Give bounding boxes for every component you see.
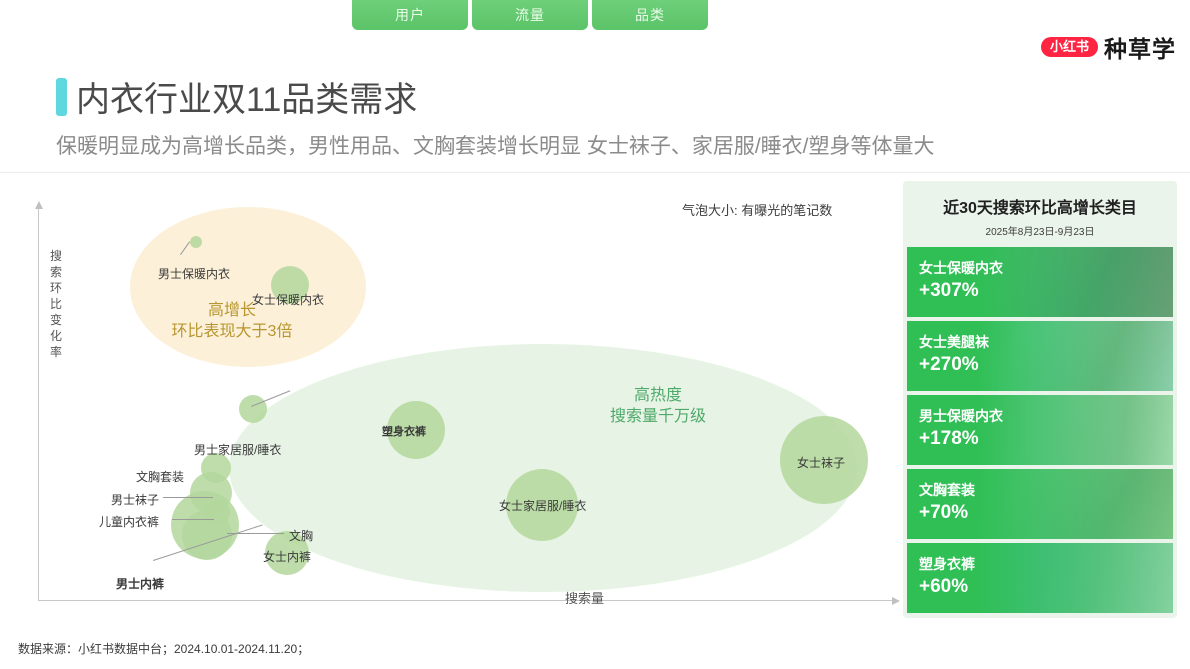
growth-panel-title: 近30天搜索环比高增长类目 [943,200,1137,217]
bubble-label-kids-underwear: 儿童内衣裤 [99,515,160,529]
bubble-mens-homewear[interactable] [239,395,267,423]
bubble-mens-thermal[interactable] [190,236,202,248]
bubble-size-note: 气泡大小: 有曝光的笔记数 [682,203,833,218]
bubble-womens-thermal[interactable] [271,266,309,304]
card-overlay [907,395,1173,465]
leader-line-mens-briefs [227,533,284,534]
bubble-label-mens-homewear: 男士家居服/睡衣 [194,443,282,457]
zone-high-growth [130,207,366,367]
bubble-label-womens-thermal: 女士保暖内衣 [252,293,325,307]
zone-high-growth-line2: 环比表现大于3倍 [171,323,293,340]
zone-high-heat-line2: 搜索量千万级 [609,408,706,425]
card-value: +307% [919,280,979,301]
header-divider [0,172,1190,173]
card-value: +60% [919,576,969,597]
zone-high-growth-line1: 高增长 [207,302,256,319]
zone-high-heat [229,344,857,592]
bubble-label-mens-thermal: 男士保暖内衣 [158,267,231,281]
card-text: 文胸套装 +70% [919,482,975,524]
top-tabbar: 用户 流量 品类 [352,0,708,30]
tab-category[interactable]: 品类 [592,0,708,30]
x-axis [38,596,900,605]
page-title: 内衣行业双11品类需求 [56,72,417,121]
card-title: 女士保暖内衣 [919,260,1003,276]
bubble-label-mens-socks: 男士袜子 [111,493,160,507]
growth-panel: 近30天搜索环比高增长类目 2025年8月23日-9月23日 女士保暖内衣 +3… [903,181,1177,618]
card-overlay [907,469,1173,539]
title-accent-bar [56,77,67,116]
card-text: 塑身衣裤 +60% [919,556,975,598]
card-overlay [907,321,1173,391]
bubble-womens-socks[interactable] [780,416,868,504]
card-title: 女士美腿袜 [919,334,989,350]
list-item[interactable]: 女士美腿袜 +270% [907,321,1173,391]
card-value: +270% [919,354,979,375]
brand-name: 种草学 [1104,36,1176,62]
xiaohongshu-logo-icon: 小红书 [1040,37,1098,57]
card-overlay [907,543,1173,613]
zone-high-growth-label: 高增长 环比表现大于3倍 [132,300,332,342]
bubble-womens-briefs[interactable] [265,531,309,575]
list-item[interactable]: 男士保暖内衣 +178% [907,395,1173,465]
tab-traffic[interactable]: 流量 [472,0,588,30]
y-axis [34,201,43,600]
list-item[interactable]: 女士保暖内衣 +307% [907,247,1173,317]
bubble-shapewear[interactable] [387,401,445,459]
card-value: +70% [919,502,969,523]
card-value: +178% [919,428,979,449]
card-title: 文胸套装 [919,482,975,498]
page-subtitle: 保暖明显成为高增长品类，男性用品、文胸套装增长明显 女士袜子、家居服/睡衣/塑身… [56,135,935,158]
growth-card-list: 女士保暖内衣 +307% 女士美腿袜 +270% 男士保暖内衣 +178% [903,247,1177,613]
bubble-mens-briefs[interactable] [182,510,232,560]
y-axis-label: 搜索环比变化率 [49,249,62,359]
tab-users[interactable]: 用户 [352,0,468,30]
card-title: 塑身衣裤 [919,556,975,572]
card-text: 女士美腿袜 +270% [919,334,989,376]
bubble-label-womens-briefs: 女士内裤 [263,550,312,564]
card-text: 男士保暖内衣 +178% [919,408,1003,450]
bubble-label-womens-homewear: 女士家居服/睡衣 [499,499,587,513]
leader-line-kids-underwear [172,519,214,520]
list-item[interactable]: 文胸套装 +70% [907,469,1173,539]
title-text: 内衣行业双11品类需求 [76,81,418,119]
bubble-womens-homewear[interactable] [506,469,578,541]
x-axis-label: 搜索量 [565,591,605,606]
bubble-label-bra: 文胸 [289,529,314,543]
card-text: 女士保暖内衣 +307% [919,260,1003,302]
bubble-chart: 搜索环比变化率 搜索量 气泡大小: 有曝光的笔记数 高增长 环比表现大于3倍 高… [0,180,900,620]
card-title: 男士保暖内衣 [919,408,1003,424]
bubble-label-womens-socks: 女士袜子 [797,456,846,470]
leader-line-mens-socks [163,497,213,498]
brand-logo: 小红书 种草学 [1040,30,1176,64]
bubble-label-shapewear: 塑身衣裤 [382,426,426,438]
footer-source: 数据来源：小红书数据中台；2024.10.01-2024.11.20； [18,642,310,656]
card-overlay [907,247,1173,317]
growth-panel-date: 2025年8月23日-9月23日 [985,227,1095,238]
list-item[interactable]: 塑身衣裤 +60% [907,543,1173,613]
zone-high-heat-label: 高热度 搜索量千万级 [558,385,758,427]
zone-high-heat-line1: 高热度 [633,387,682,404]
bubble-label-mens-briefs: 男士内裤 [116,577,165,591]
bubble-label-bra-set: 文胸套装 [136,470,185,484]
